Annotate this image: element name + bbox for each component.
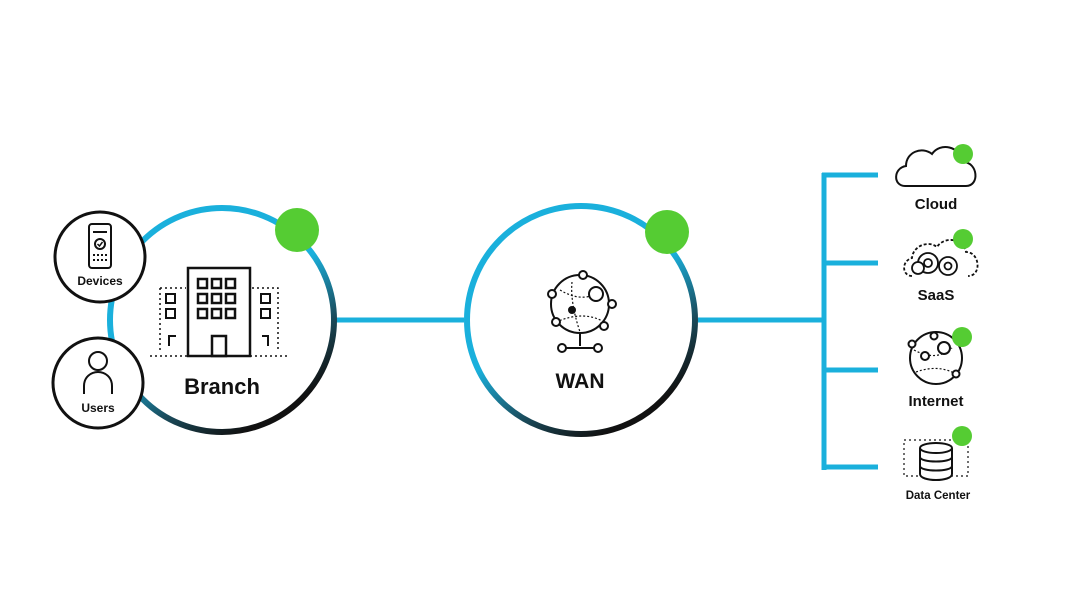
datacenter-status-dot — [952, 426, 972, 446]
globe-network-icon — [547, 270, 617, 353]
branch-ring — [107, 205, 337, 435]
cloud-status-dot — [953, 144, 973, 164]
cloud-label: Cloud — [915, 196, 958, 213]
wan-label: WAN — [556, 370, 605, 393]
wan-node[interactable]: WAN — [464, 203, 698, 437]
cloud-destination[interactable]: Cloud — [895, 144, 977, 213]
saas-cloud-gears-icon — [903, 239, 979, 277]
branch-status-dot — [275, 208, 319, 252]
devices-node[interactable]: Devices — [53, 210, 147, 304]
saas-destination[interactable]: SaaS — [903, 229, 979, 304]
branch-label: Branch — [184, 374, 260, 399]
connector-lines — [336, 172, 878, 470]
saas-status-dot — [953, 229, 973, 249]
internet-label: Internet — [908, 393, 963, 410]
internet-destination[interactable]: Internet — [907, 327, 972, 410]
datacenter-destination[interactable]: Data Center — [903, 426, 972, 502]
device-icon — [88, 223, 112, 269]
datacenter-label: Data Center — [906, 490, 971, 502]
wan-ring — [464, 203, 698, 437]
devices-label: Devices — [77, 274, 123, 288]
building-icon — [150, 266, 290, 358]
internet-globe-icon — [907, 331, 963, 385]
users-node[interactable]: Users — [51, 336, 145, 430]
branch-node[interactable]: Branch — [107, 205, 337, 435]
database-icon — [903, 439, 969, 481]
devices-ring — [53, 210, 147, 304]
saas-label: SaaS — [918, 287, 955, 304]
internet-status-dot — [952, 327, 972, 347]
users-ring — [51, 336, 145, 430]
users-label: Users — [81, 401, 115, 415]
wan-status-dot — [645, 210, 689, 254]
user-icon — [83, 351, 113, 394]
